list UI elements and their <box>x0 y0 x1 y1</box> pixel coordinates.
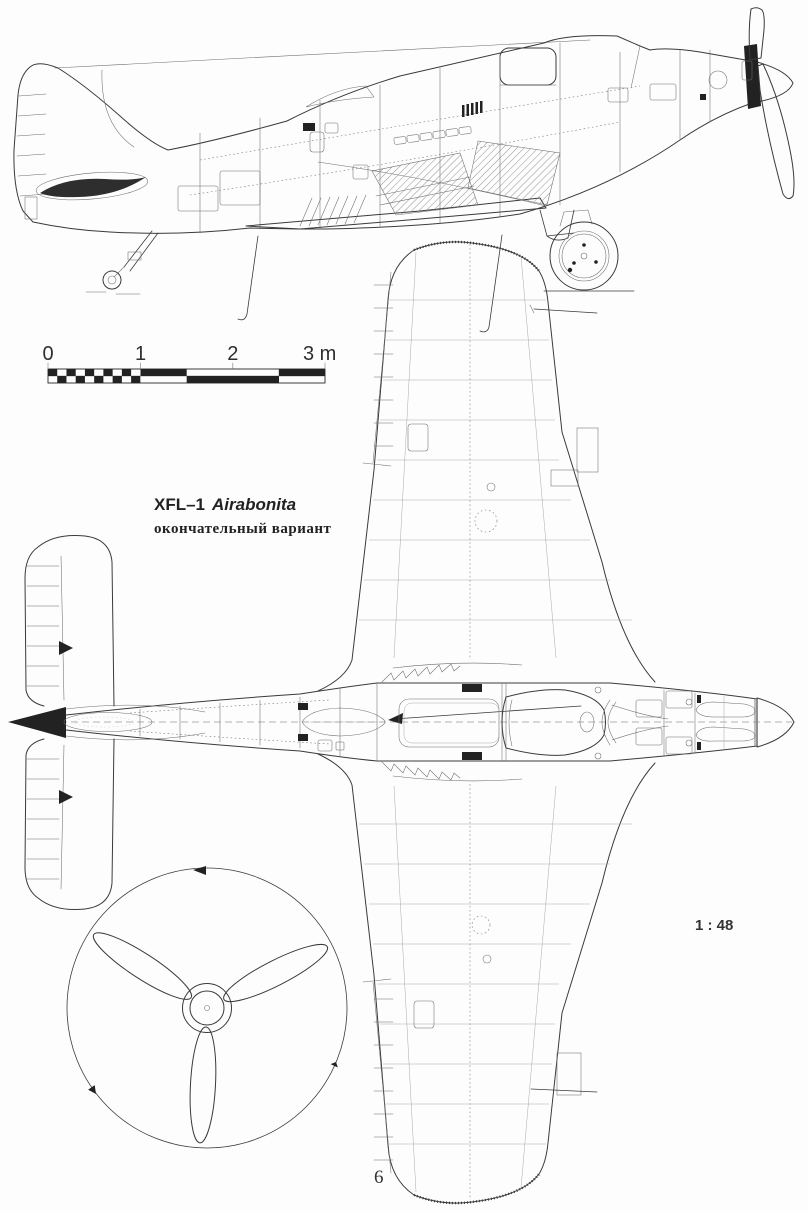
cockpit-door-window <box>499 47 557 86</box>
side-wing <box>245 140 561 230</box>
plan-wing-upper <box>317 240 656 692</box>
exhaust-stubs <box>393 101 483 145</box>
plan-prop-plane <box>754 699 758 746</box>
gear-rod-left <box>237 235 259 321</box>
scale-label-1: 1 <box>135 343 146 365</box>
scale-label-0: 0 <box>42 343 53 365</box>
pitot-upper <box>533 308 598 314</box>
direction-arrow-head <box>388 713 403 724</box>
prop-hub-band <box>744 44 761 109</box>
main-wheel-side <box>543 209 635 292</box>
subtitle: окончательный вариант <box>154 521 332 537</box>
caption: XFL–1 Airabonita окончательный вариант <box>154 495 332 537</box>
plan-spinner <box>756 697 795 748</box>
scale-label-3m: 3 m <box>303 343 336 365</box>
tailplane-side <box>24 171 149 220</box>
plan-wing-lower <box>317 753 656 1205</box>
prop-blade-upper <box>748 7 765 61</box>
propeller-hub <box>182 983 232 1033</box>
propeller-disc-circle <box>66 867 348 1149</box>
plan-nose-details <box>635 689 756 756</box>
pitot-lower <box>530 1088 598 1093</box>
plan-canopy <box>398 686 669 760</box>
direction-arrow-shaft <box>393 705 582 720</box>
propeller-front-view <box>66 866 348 1149</box>
plan-tail <box>8 704 206 741</box>
rotation-arrow-icons <box>88 866 338 1094</box>
page-number: 6 <box>374 1167 384 1188</box>
propeller-blades <box>92 932 329 1144</box>
plan-fuselage-bottom <box>65 729 758 762</box>
plan-view <box>8 240 795 1205</box>
title-name: Airabonita <box>211 495 296 514</box>
belly-scoop <box>539 209 575 241</box>
scale-ratio-label: 1 : 48 <box>695 917 733 934</box>
propeller-side <box>744 7 795 200</box>
title-model: XFL–1 <box>154 495 205 514</box>
fin-rudder <box>16 69 135 197</box>
gear-rod-right <box>479 234 503 333</box>
plan-tailplane-lower <box>24 738 115 910</box>
scale-label-2: 2 <box>227 343 238 365</box>
side-view <box>13 7 795 333</box>
plan-fuselage-top <box>65 682 758 716</box>
plan-tailplane-upper <box>24 535 115 707</box>
plan-rear-fuselage-details <box>129 687 582 758</box>
prop-blade-lower <box>757 63 795 200</box>
antenna-wire <box>54 39 591 69</box>
scale-bar: 0 1 2 3 m <box>42 343 336 384</box>
tail-gear <box>85 230 159 295</box>
